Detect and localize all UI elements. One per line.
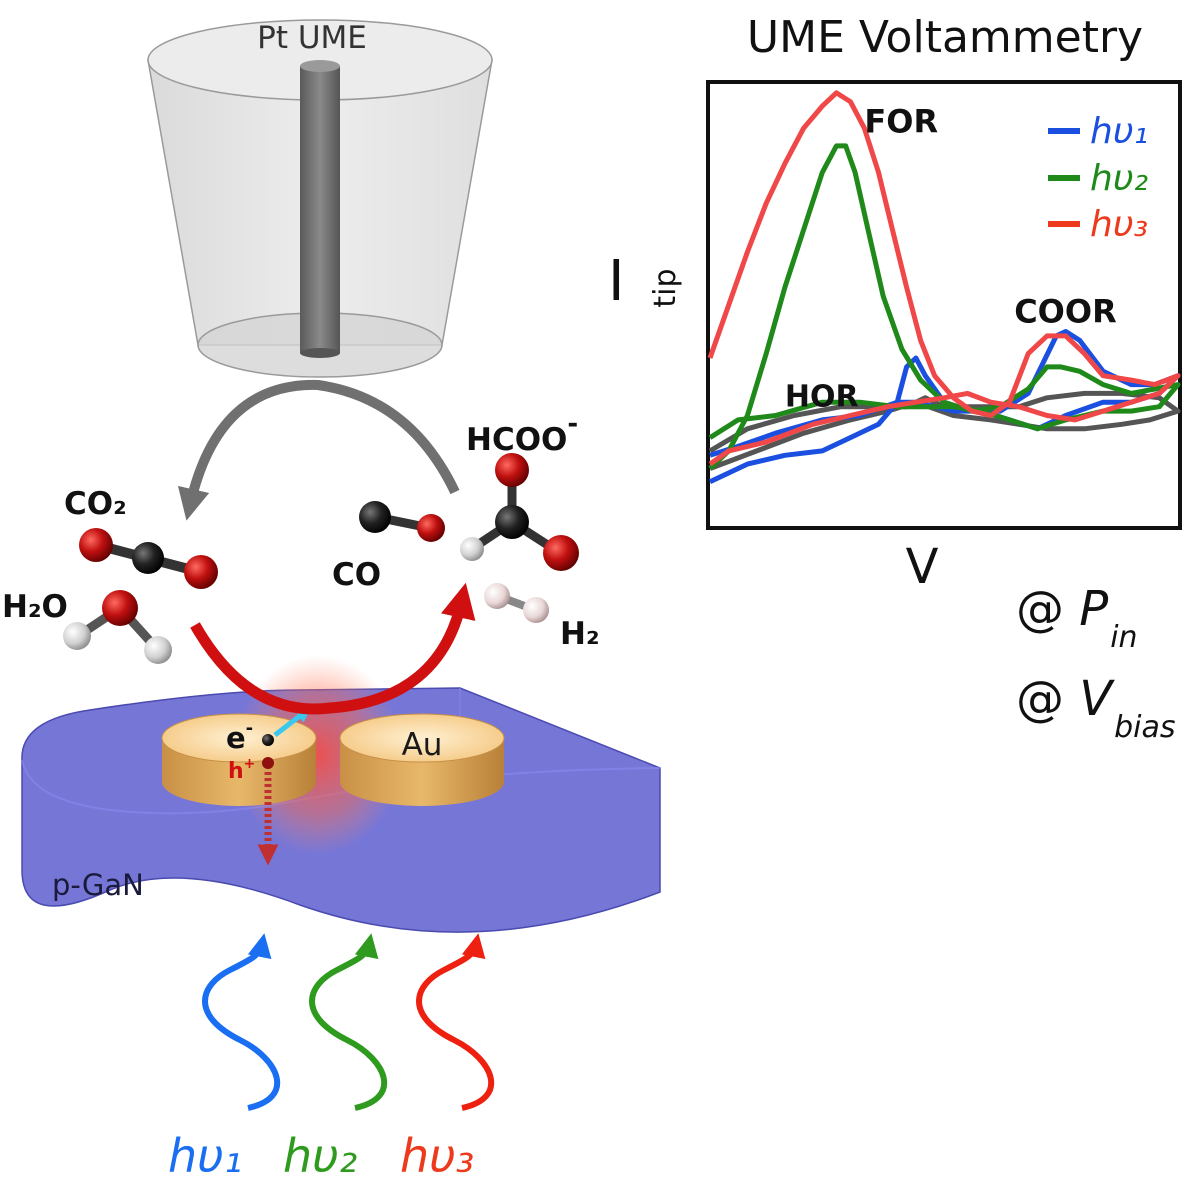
au-disk-left xyxy=(161,713,317,806)
photon-1-label: hυ₁ xyxy=(168,1129,242,1183)
annotation-coor: COOR xyxy=(1014,293,1117,331)
substrate-label: p-GaN xyxy=(52,868,144,902)
cycle-arrow-top xyxy=(177,379,460,521)
chart-legend: hυ₁ hυ₂ hυ₃ xyxy=(1048,111,1148,245)
charge-carriers: e- h+ xyxy=(226,707,311,866)
photon-2-label: hυ₂ xyxy=(283,1129,357,1183)
photon-1: hυ₁ xyxy=(168,933,281,1183)
chart-ylabel-sub: tip xyxy=(648,268,683,307)
au-label: Au xyxy=(402,727,443,763)
legend-item-2: hυ₂ xyxy=(1048,158,1148,199)
co2-label: CO₂ xyxy=(64,486,127,522)
annotation-for: FOR xyxy=(864,103,938,141)
co-molecule: CO xyxy=(332,501,445,593)
hole-label: h+ xyxy=(228,756,255,784)
legend-label-1: hυ₁ xyxy=(1090,111,1148,152)
conditions: @ Pin @ Vbias xyxy=(1016,581,1176,745)
chart-title: UME Voltammetry xyxy=(747,12,1143,63)
photon-1-wave xyxy=(202,933,281,1111)
au-disk-right: Au xyxy=(339,713,505,806)
photon-3: hυ₃ xyxy=(400,933,495,1183)
chart-lines xyxy=(707,90,1181,485)
h2o-molecule: H₂O xyxy=(2,589,172,664)
h2o-label: H₂O xyxy=(2,589,68,625)
co-label: CO xyxy=(332,557,381,593)
voltammetry-chart: UME Voltammetry FOR HOR COOR hυ₁ hυ₂ hυ₃… xyxy=(608,12,1182,595)
photon-3-label: hυ₃ xyxy=(400,1129,474,1183)
condition-bias: @ Vbias xyxy=(1016,671,1176,745)
series-line-3 xyxy=(707,90,1181,467)
h2-molecule: H₂ xyxy=(484,583,600,652)
legend-label-2: hυ₂ xyxy=(1090,158,1148,199)
formate-molecule: HCOO- xyxy=(460,409,579,571)
photon-2-wave xyxy=(309,933,388,1111)
chart-xlabel: V xyxy=(906,539,939,595)
legend-item-1: hυ₁ xyxy=(1048,111,1148,152)
h2-label: H₂ xyxy=(560,616,600,652)
photon-2: hυ₂ xyxy=(283,933,388,1183)
chart-ylabel: I xyxy=(608,249,625,314)
series-line-2 xyxy=(708,143,1181,471)
photon-3-wave xyxy=(416,933,495,1111)
condition-power: @ Pin xyxy=(1016,581,1138,655)
legend-item-3: hυ₃ xyxy=(1048,204,1148,245)
co2-molecule: CO₂ xyxy=(64,486,218,589)
hcoo-label: HCOO- xyxy=(466,409,578,458)
electron-dot xyxy=(262,734,274,746)
pt-ume-electrode: Pt UME xyxy=(147,19,493,378)
annotation-hor: HOR xyxy=(785,380,859,415)
electron-label: e- xyxy=(226,718,253,755)
cycle-arrow-bottom xyxy=(190,582,476,715)
electron-transfer-arrow xyxy=(273,707,311,737)
hole-dot xyxy=(262,757,274,769)
legend-label-3: hυ₃ xyxy=(1090,204,1148,245)
electrode-label: Pt UME xyxy=(257,20,367,56)
